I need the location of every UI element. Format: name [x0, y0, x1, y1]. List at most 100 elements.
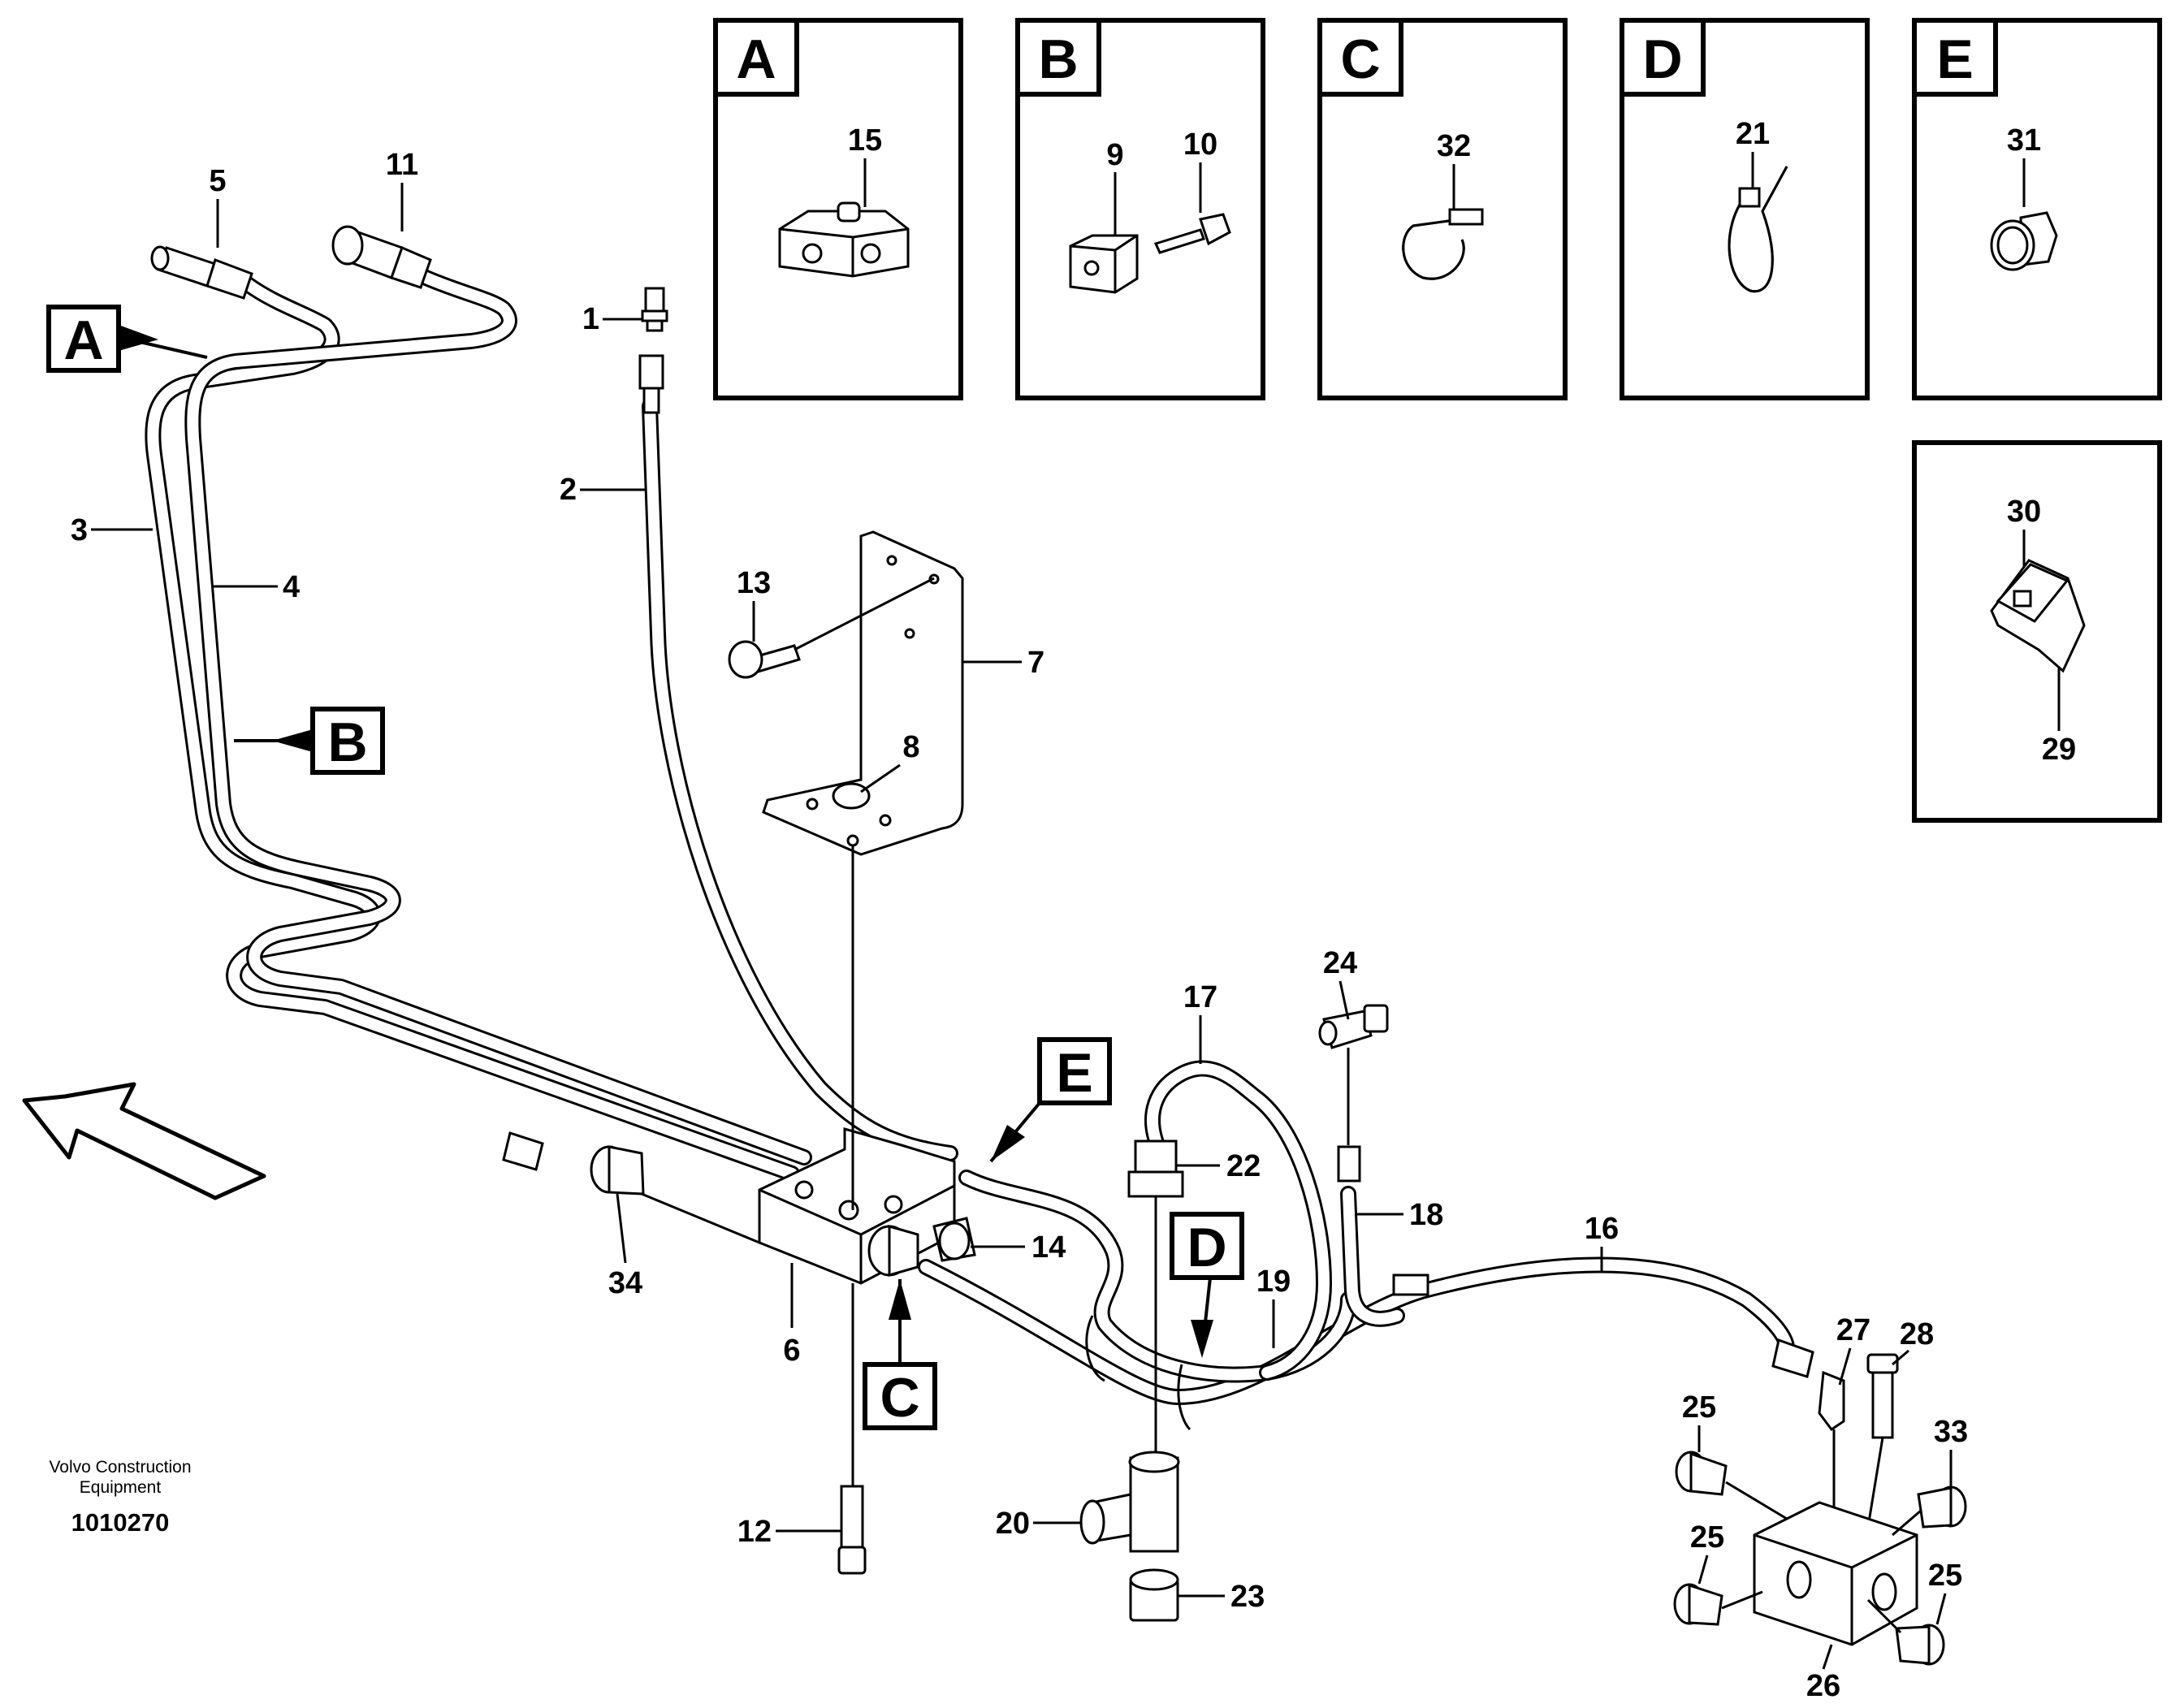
part-label-21: 21 [1736, 117, 1770, 151]
part-label-28: 28 [1900, 1317, 1934, 1351]
bolt-12 [837, 1485, 867, 1575]
pipe-2-end-fitting [638, 354, 664, 414]
part-label-3: 3 [71, 513, 88, 547]
pipe-19 [958, 1170, 1356, 1383]
svg-text:C: C [880, 1367, 919, 1429]
detail-box-b: B 9 10 [1015, 18, 1265, 400]
pipe-16 [918, 1256, 1795, 1405]
callout-7: 7 [962, 646, 1044, 680]
part-label-30: 30 [2007, 495, 2041, 529]
cable-tie-21-drawing [1728, 166, 1788, 293]
plug-25-top [1675, 1451, 1728, 1496]
nut-left [502, 1131, 544, 1171]
detail-tag-c: C [1340, 28, 1380, 90]
part-label-9: 9 [1106, 138, 1123, 172]
fitting-27 [1771, 1338, 1845, 1432]
svg-text:D: D [1187, 1217, 1226, 1278]
bracket-7 [762, 530, 964, 856]
callout-28: 28 [1892, 1317, 1934, 1366]
forward-direction-arrow [22, 1082, 266, 1200]
plug-33 [1917, 1485, 1967, 1529]
plug-25-left [1673, 1583, 1723, 1626]
part-label-7: 7 [1027, 646, 1044, 680]
pipe-2 [642, 398, 958, 1161]
callout-26: 26 [1806, 1644, 1840, 1703]
callout-27: 27 [1836, 1313, 1870, 1386]
svg-text:A: A [63, 309, 103, 371]
detail-box-switch: 30 29 [1912, 440, 2162, 823]
callout-2: 2 [560, 473, 646, 507]
document-number: 1010270 [71, 1508, 170, 1537]
callout-1: 1 [582, 302, 642, 336]
callout-12: 12 [737, 1515, 841, 1549]
svg-text:B: B [327, 711, 367, 773]
fitting-22 [1127, 1139, 1184, 1198]
callout-4: 4 [213, 570, 300, 604]
part-label-34: 34 [608, 1266, 642, 1300]
callout-20: 20 [996, 1507, 1080, 1541]
view-tag-d: D [1170, 1212, 1244, 1358]
part-label-14: 14 [1031, 1230, 1066, 1265]
part-label-8: 8 [902, 730, 919, 764]
callout-13: 13 [737, 566, 771, 642]
view-tag-c: C [863, 1279, 937, 1430]
part-label-1: 1 [582, 302, 599, 336]
detail-box-a: A 15 [713, 18, 963, 400]
part-label-13: 13 [737, 566, 771, 600]
part-label-4: 4 [283, 570, 300, 604]
bolt-13 [728, 577, 935, 679]
plug-25-right [1895, 1624, 1945, 1666]
switch-30-drawing [1990, 559, 2086, 673]
callout-8: 8 [860, 730, 920, 793]
part-label-15: 15 [848, 123, 882, 158]
detail-tag-d: D [1642, 28, 1682, 90]
nut-23 [1129, 1568, 1179, 1622]
callout-22: 22 [1176, 1149, 1261, 1183]
detail-tag-b: B [1038, 28, 1078, 90]
callout-16: 16 [1585, 1212, 1619, 1271]
part-label-10: 10 [1183, 128, 1217, 162]
pipe-17 [1144, 1060, 1332, 1381]
part-label-12: 12 [737, 1515, 772, 1549]
credit-line-1: Volvo Construction [49, 1458, 191, 1477]
bolt-28 [1866, 1353, 1899, 1439]
part-label-26: 26 [1806, 1669, 1840, 1703]
part-label-31: 31 [2007, 123, 2041, 158]
fitting-11 [331, 225, 432, 289]
detail-box-c: C 32 [1317, 18, 1568, 400]
part-label-18: 18 [1409, 1198, 1443, 1232]
pipe-18-top-fitting [1337, 1145, 1361, 1183]
fitting-block-front [867, 1225, 919, 1277]
view-tag-e: E [989, 1037, 1112, 1163]
part-label-17: 17 [1183, 980, 1217, 1014]
svg-text:E: E [1056, 1042, 1092, 1104]
part-label-25-right: 25 [1928, 1559, 1962, 1593]
callout-18: 18 [1355, 1198, 1443, 1232]
callout-25-right: 25 [1928, 1559, 1962, 1625]
callout-19: 19 [1256, 1265, 1291, 1348]
part-label-24: 24 [1323, 946, 1357, 980]
callout-11: 11 [386, 148, 418, 231]
tee-20 [1079, 1451, 1180, 1553]
bolt-10-drawing [1153, 213, 1231, 254]
part-label-5: 5 [209, 164, 226, 198]
callout-5: 5 [209, 164, 227, 248]
callout-23: 23 [1178, 1580, 1265, 1614]
fitting-14 [932, 1217, 976, 1262]
part-label-25-top: 25 [1682, 1390, 1716, 1425]
part-label-32: 32 [1437, 129, 1471, 163]
detail-tag-e: E [1936, 28, 1973, 90]
detail-tag-a: A [736, 28, 776, 90]
view-tag-a: A [46, 305, 208, 373]
clamp-9-drawing [1069, 234, 1139, 294]
callout-33: 33 [1934, 1415, 1968, 1486]
clamp-15-drawing [778, 201, 910, 278]
callout-6: 6 [783, 1263, 801, 1368]
pipe-4 [184, 268, 812, 1165]
callout-24: 24 [1323, 946, 1357, 1020]
part-label-27: 27 [1836, 1313, 1870, 1347]
part-label-29: 29 [2042, 733, 2076, 767]
clip-on-pipe-16 [1177, 1364, 1191, 1431]
part-label-19: 19 [1256, 1265, 1291, 1299]
